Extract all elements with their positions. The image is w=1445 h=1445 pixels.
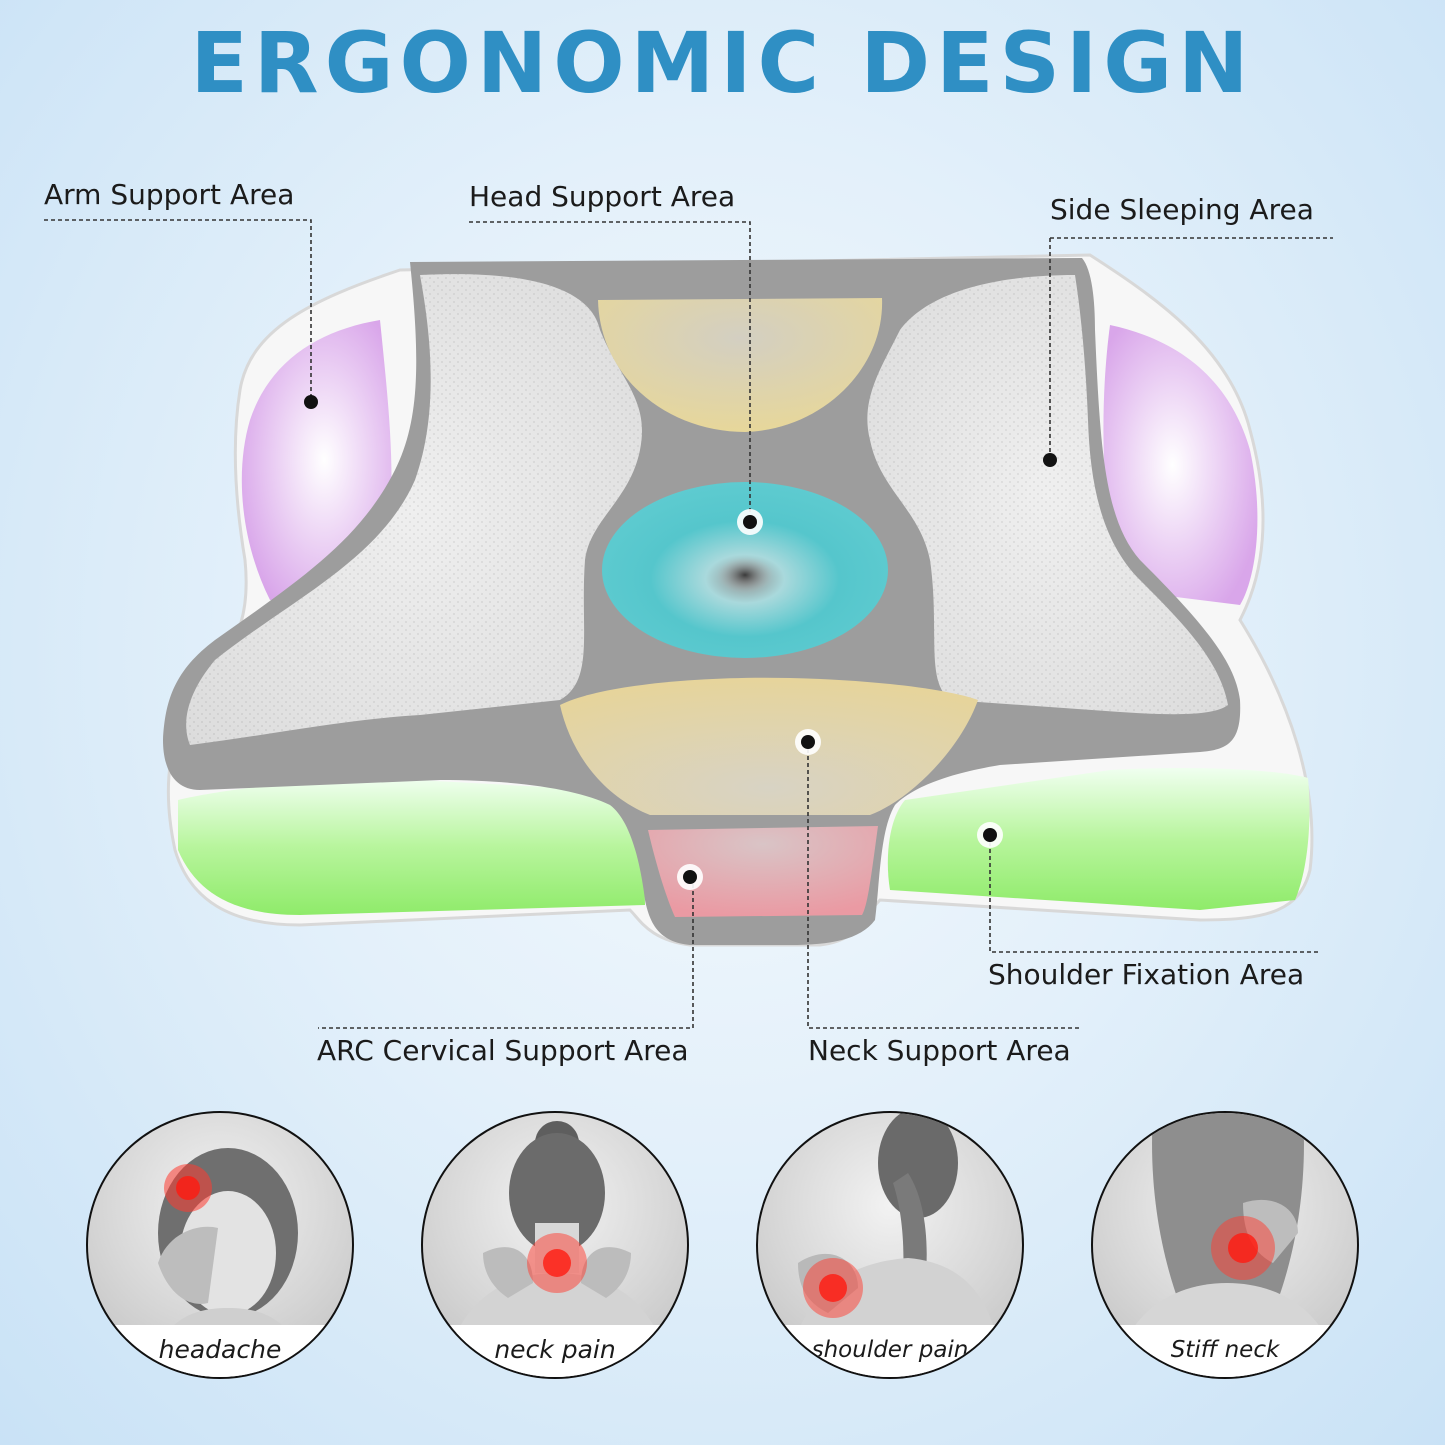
- arc-cervical-label: ARC Cervical Support Area: [317, 1034, 689, 1067]
- shoulder-fixation-label: Shoulder Fixation Area: [988, 958, 1305, 991]
- symptom-label: Stiff neck: [1093, 1325, 1357, 1377]
- symptom-label: shoulder pain: [758, 1325, 1022, 1377]
- symptom-stiff-neck: Stiff neck: [1091, 1111, 1359, 1379]
- symptom-headache: headache: [86, 1111, 354, 1379]
- page-title: ERGONOMIC DESIGN: [190, 14, 1255, 112]
- head-support-label: Head Support Area: [469, 180, 736, 213]
- symptom-shoulder-pain: shoulder pain: [756, 1111, 1024, 1379]
- symptom-label: headache: [88, 1325, 352, 1377]
- symptom-neck-pain: neck pain: [421, 1111, 689, 1379]
- arm-support-label: Arm Support Area: [44, 178, 295, 211]
- neck-support-label: Neck Support Area: [808, 1034, 1071, 1067]
- callout-markers: [304, 395, 1057, 890]
- side-sleeping-label: Side Sleeping Area: [1050, 193, 1314, 226]
- symptom-label: neck pain: [423, 1325, 687, 1377]
